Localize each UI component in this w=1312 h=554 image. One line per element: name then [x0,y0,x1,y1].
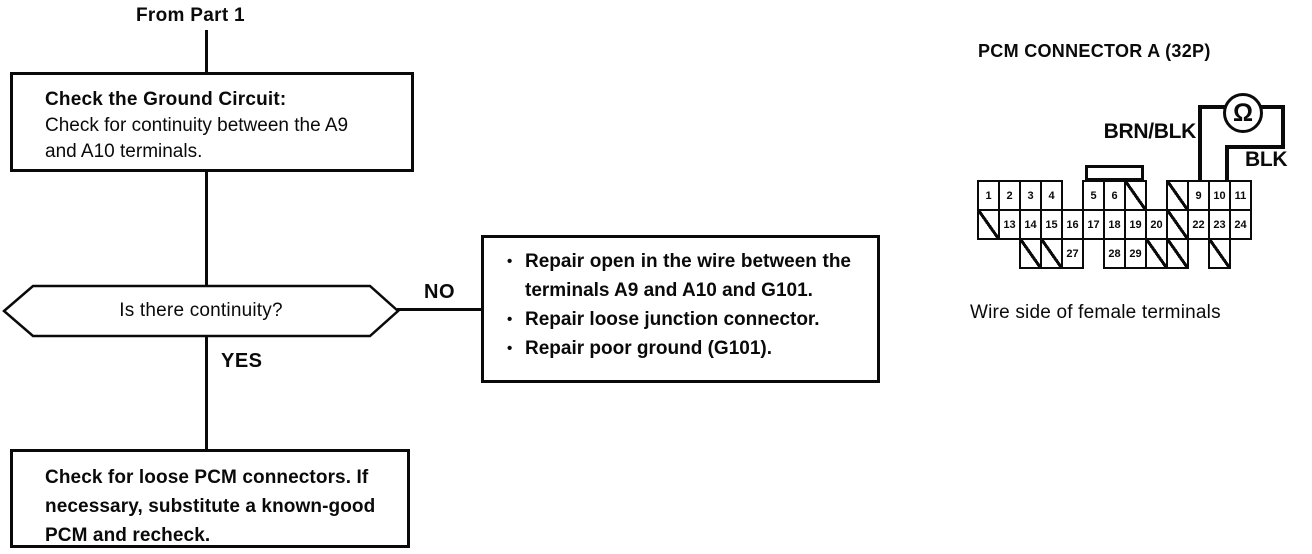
pin-cell-hatched [1019,238,1042,269]
pin-cell-10: 10 [1208,180,1231,211]
blk-wire-left-vertical [1225,145,1229,181]
pin-cell-15: 15 [1040,209,1063,240]
pin-cell-4: 4 [1040,180,1063,211]
pin-cell-hatched [1208,238,1231,269]
decision-question: Is there continuity? [119,300,283,321]
blk-wire-label: BLK [1245,148,1288,171]
brn-blk-wire-vertical [1198,105,1202,181]
pin-cell-9: 9 [1187,180,1210,211]
pin-cell-28: 28 [1103,238,1126,269]
ohmmeter-icon: Ω [1223,93,1263,133]
yes-branch-label: YES [221,350,263,372]
pin-cell-24: 24 [1229,209,1252,240]
check-box-body: Check for continuity between the A9 and … [45,115,349,162]
pin-cell-16: 16 [1061,209,1084,240]
check-ground-circuit-box: Check the Ground Circuit: Check for cont… [10,72,414,172]
pin-cell-hatched [1145,238,1168,269]
pin-cell-17: 17 [1082,209,1105,240]
pin-cell-1: 1 [977,180,1000,211]
pin-cell-hatched [1166,238,1189,269]
connector-title: PCM CONNECTOR A (32P) [978,41,1211,61]
blk-wire-top [1261,105,1285,109]
pin-cell-27: 27 [1061,238,1084,269]
pin-cell-3: 3 [1019,180,1042,211]
recheck-box-body: Check for loose PCM connectors. If neces… [45,467,376,546]
blk-wire-middle [1225,145,1285,149]
check-box-title: Check the Ground Circuit: [45,89,287,110]
connector-key-tab [1085,165,1144,181]
repair-action-3: Repair poor ground (G101). [504,334,851,363]
repair-actions-list: Repair open in the wire between the term… [504,247,851,363]
repair-actions-box: Repair open in the wire between the term… [481,235,880,383]
recheck-pcm-box: Check for loose PCM connectors. If neces… [10,449,410,548]
pin-cell-14: 14 [1019,209,1042,240]
decision-shape [2,284,400,338]
decision-hexagon: Is there continuity? [2,283,400,339]
pin-cell-hatched [1166,209,1189,240]
pin-cell-hatched [1166,180,1189,211]
connector-line-middle [205,171,208,286]
brn-blk-wire-label: BRN/BLK [1103,120,1197,143]
from-part-1-label: From Part 1 [136,5,245,26]
connector-caption: Wire side of female terminals [970,302,1221,323]
repair-action-1: Repair open in the wire between the term… [504,247,851,305]
repair-action-2: Repair loose junction connector. [504,305,851,334]
brn-blk-wire-horizontal [1198,105,1225,109]
pin-cell-hatched [1040,238,1063,269]
no-branch-label: NO [424,281,455,303]
ohm-symbol: Ω [1232,98,1254,127]
pin-cell-18: 18 [1103,209,1126,240]
pin-cell-6: 6 [1103,180,1126,211]
pin-cell-19: 19 [1124,209,1147,240]
pin-cell-hatched [1124,180,1147,211]
pin-cell-hatched [977,209,1000,240]
connector-line-bottom [205,337,208,450]
pin-cell-23: 23 [1208,209,1231,240]
pin-cell-20: 20 [1145,209,1168,240]
pin-cell-22: 22 [1187,209,1210,240]
pin-cell-29: 29 [1124,238,1147,269]
connector-line-top [205,30,208,73]
pin-cell-13: 13 [998,209,1021,240]
pin-cell-2: 2 [998,180,1021,211]
blk-wire-right-vertical [1281,105,1285,149]
pin-cell-5: 5 [1082,180,1105,211]
pin-cell-11: 11 [1229,180,1252,211]
no-branch-line [397,308,481,311]
